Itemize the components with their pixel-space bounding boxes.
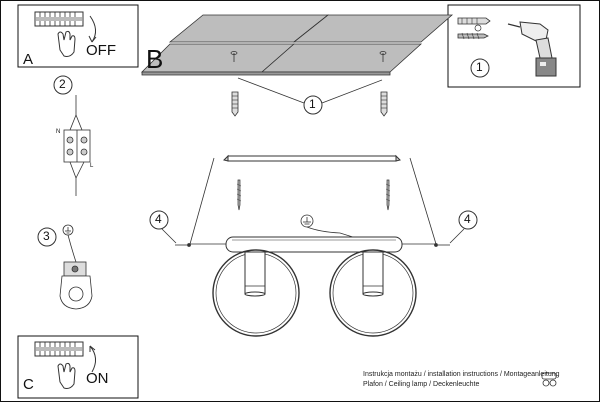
side-screw-left (161, 228, 191, 247)
ground-icon (300, 214, 357, 239)
callout-4-right (458, 210, 478, 230)
wall-plug-icon (457, 17, 491, 25)
footer-title: Instrukcja montażu / installation instru… (363, 371, 560, 378)
callout-4-left (149, 210, 169, 230)
callout-3-label: 3 (43, 229, 50, 243)
panel-c (17, 335, 139, 399)
panel-tools (447, 4, 581, 88)
panel-a (17, 4, 139, 68)
callout-4-left-label: 4 (155, 212, 162, 226)
callout-1-tools (470, 58, 490, 78)
screw-left (236, 179, 242, 211)
wall-plug-right (380, 91, 388, 117)
callout-2 (53, 75, 73, 95)
terminal-block-icon (63, 95, 91, 196)
wire-label-n: N (56, 129, 61, 135)
screw-right (385, 179, 391, 211)
screw-icon (457, 24, 489, 40)
panel-a-action: OFF (86, 42, 116, 59)
ceiling-holes (230, 51, 387, 62)
callout-lines-1 (237, 77, 383, 104)
panel-tools-box (447, 4, 581, 88)
panel-c-letter: C (23, 376, 34, 393)
callout-1-tools-label: 1 (476, 60, 483, 74)
brand-mark-icon (541, 372, 557, 387)
panel-c-action: ON (86, 370, 109, 387)
wire-label-l: L (90, 163, 94, 169)
side-screw-right (434, 228, 465, 247)
switch-on-icon (34, 341, 96, 389)
switch-off-icon (34, 11, 97, 57)
panel-a-letter: A (23, 51, 34, 68)
lamp-icon (212, 236, 417, 337)
panel-b-letter: B (146, 44, 164, 74)
ceiling-panels (141, 14, 454, 76)
mounting-outline (189, 157, 437, 245)
wall-plug-left (231, 91, 239, 117)
callout-1-center (303, 95, 323, 115)
footer-subtitle: Plafon / Ceiling lamp / Deckenleuchte (363, 381, 480, 388)
callout-1-center-label: 1 (309, 97, 316, 111)
callout-4-right-label: 4 (464, 212, 471, 226)
ground-terminal-icon (59, 224, 93, 310)
mounting-bracket (223, 154, 401, 162)
drill-icon (507, 21, 557, 77)
callout-3 (37, 227, 57, 247)
callout-circles (37, 58, 490, 247)
callout-2-label: 2 (59, 77, 66, 91)
